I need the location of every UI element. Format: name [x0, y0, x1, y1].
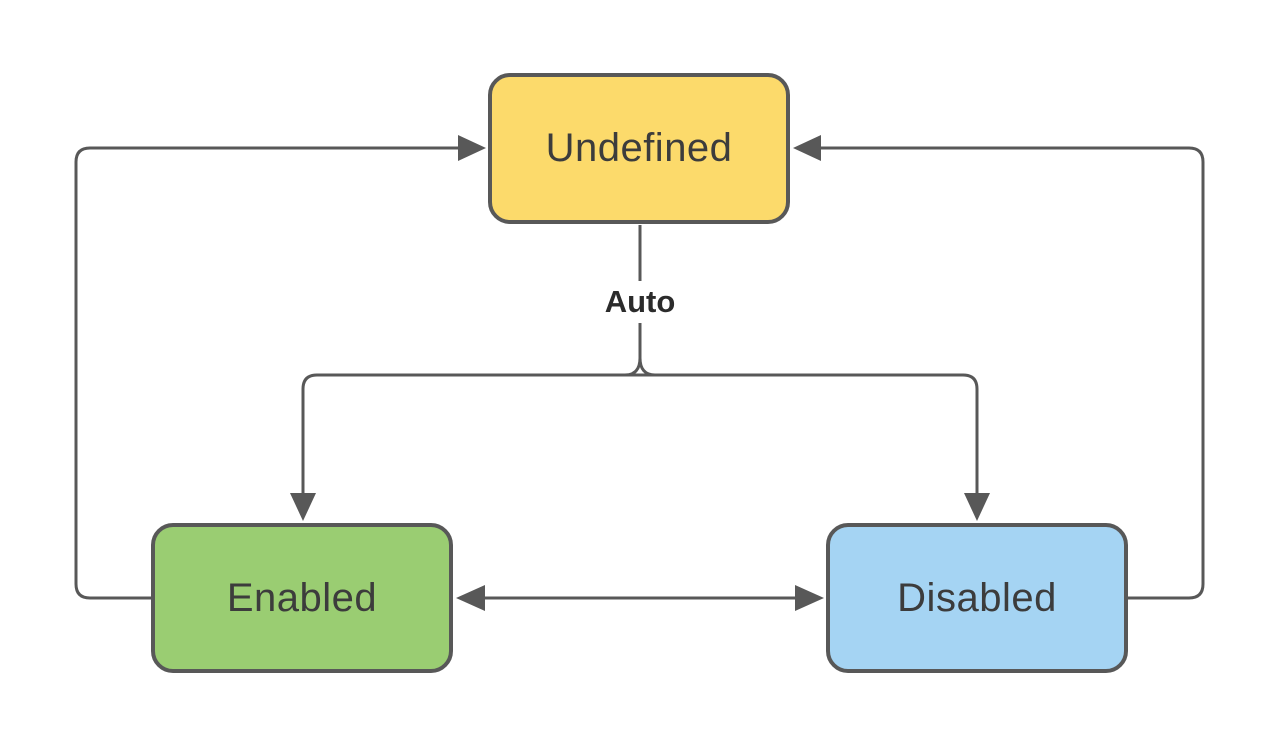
- state-node-disabled[interactable]: Disabled: [826, 523, 1128, 673]
- edge-enabled-to-undefined[interactable]: [74, 146, 459, 600]
- edge-auto-branch[interactable]: [301, 373, 979, 496]
- edge-disabled-to-undefined[interactable]: [821, 146, 1205, 600]
- state-label-undefined: Undefined: [545, 126, 733, 170]
- arrowhead-into-undefined-right: [793, 135, 821, 161]
- arrowhead-into-disabled: [964, 493, 990, 521]
- state-label-disabled: Disabled: [897, 575, 1057, 620]
- arrowhead-into-undefined-left: [458, 135, 486, 161]
- arrowhead-toward-disabled: [795, 585, 824, 611]
- arrowhead-toward-enabled: [456, 585, 485, 611]
- edge-label-auto: Auto: [597, 281, 683, 323]
- state-node-undefined[interactable]: Undefined: [488, 73, 790, 224]
- arrowhead-into-enabled: [290, 493, 316, 521]
- state-node-enabled[interactable]: Enabled: [151, 523, 453, 673]
- state-label-enabled: Enabled: [226, 575, 378, 620]
